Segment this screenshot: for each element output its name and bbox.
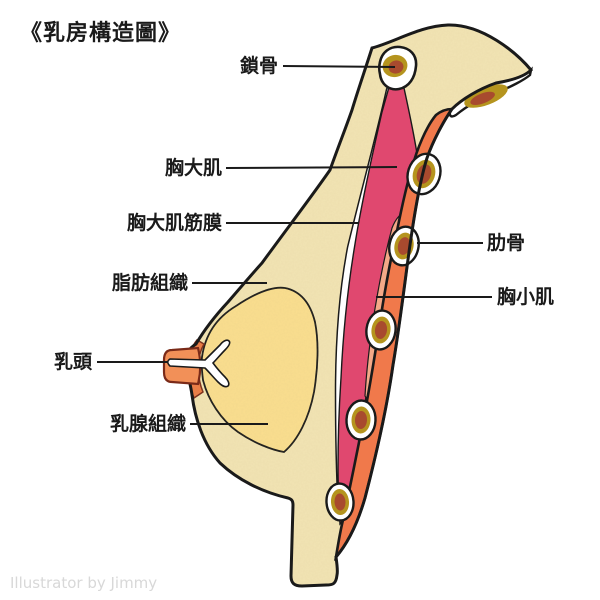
credit-watermark: Illustrator by Jimmy (10, 574, 158, 592)
label-mammary-gland-tissue: 乳腺組織 (109, 413, 186, 435)
label-rib: 肋骨 (487, 232, 526, 254)
label-adipose-tissue: 脂肪組織 (111, 272, 188, 294)
label-clavicle: 鎖骨 (239, 55, 278, 77)
label-pectoralis-major: 胸大肌 (164, 157, 222, 179)
leader-lines (97, 65, 492, 425)
leader-line-pectoralis-major (225, 166, 398, 169)
label-nipple: 乳頭 (53, 351, 92, 373)
rib-bone-4 (345, 399, 377, 441)
milk-ducts-shape (166, 339, 231, 388)
rib-bone-5 (325, 482, 355, 522)
label-pectoralis-minor: 胸小肌 (497, 286, 555, 308)
rib-bone-3 (365, 309, 397, 351)
leader-line-clavicle (282, 65, 396, 68)
label-pectoralis-major-fascia: 胸大肌筋膜 (126, 212, 222, 234)
page-title: 《乳房構造圖》 (20, 21, 182, 46)
shoulder-bone (464, 84, 508, 108)
clavicle-bone (377, 45, 418, 91)
